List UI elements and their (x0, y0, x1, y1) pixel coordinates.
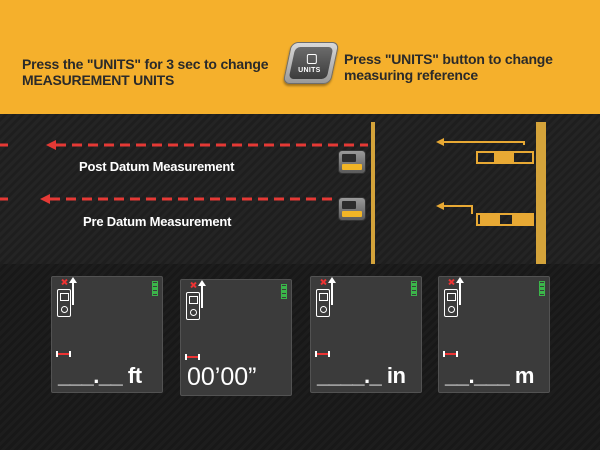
measurement-units-instruction-line2: MEASUREMENT UNITS (22, 72, 175, 88)
units-button-face: UNITS (288, 47, 334, 79)
post-reference-arrow-line (442, 141, 525, 145)
measurement-units-instruction: Press the "UNITS" for 3 sec to change ME… (22, 56, 292, 88)
post-reference-arrowhead (436, 138, 444, 146)
reference-icon (315, 351, 330, 357)
laser-indicator-icon (61, 279, 67, 285)
units-button-label: UNITS (298, 67, 321, 74)
device-outline-icon (57, 289, 71, 317)
display-reading: ___.__ ft (58, 363, 142, 388)
post-datum-arrowhead (46, 140, 56, 150)
display-reading: 00’00” (187, 363, 257, 391)
device-outline-icon (316, 289, 330, 317)
reference-wall (536, 122, 546, 264)
battery-icon (281, 284, 287, 299)
pre-datum-label: Pre Datum Measurement (83, 214, 232, 229)
lcd-display-meters: __.___ m (438, 276, 550, 393)
reference-icon (443, 351, 458, 357)
units-button: UNITS (282, 42, 340, 84)
device-outline-icon (306, 54, 317, 64)
battery-icon (152, 281, 158, 296)
laser-measure-icon (338, 150, 366, 174)
target-wall (371, 122, 375, 264)
pre-datum-foot-marker-right (512, 214, 532, 225)
measurement-illustration (0, 114, 600, 264)
up-arrow-icon (328, 277, 336, 305)
laser-indicator-icon (190, 282, 196, 288)
up-arrow-icon (69, 277, 77, 305)
pre-reference-arrowhead (436, 202, 444, 210)
lcd-display-feet-inches: 00’00” (180, 279, 292, 396)
laser-measure-icon (338, 197, 366, 221)
battery-icon (411, 281, 417, 296)
measuring-reference-instruction-line1: Press "UNITS" button to change (344, 51, 553, 67)
up-arrow-icon (198, 280, 206, 308)
display-reading: __.___ m (445, 363, 534, 388)
pre-datum-foot-marker-left (480, 214, 500, 225)
reference-icon (56, 351, 71, 357)
pre-datum-arrowhead (40, 194, 50, 204)
post-datum-reference-foot (476, 151, 534, 164)
pre-datum-reference-foot (476, 213, 534, 226)
battery-icon (539, 281, 545, 296)
device-outline-icon (444, 289, 458, 317)
measuring-reference-instruction-line2: measuring reference (344, 67, 478, 83)
device-outline-icon (186, 292, 200, 320)
measurement-lines (0, 138, 525, 214)
laser-indicator-icon (448, 279, 454, 285)
lcd-display-inches: ____._ in (310, 276, 422, 393)
up-arrow-icon (456, 277, 464, 305)
laser-indicator-icon (320, 279, 326, 285)
pre-reference-arrow-line (442, 205, 473, 214)
lcd-display-feet: ___.__ ft (51, 276, 163, 393)
display-reading: ____._ in (317, 363, 406, 388)
measuring-reference-instruction: Press "UNITS" button to change measuring… (344, 51, 594, 83)
measurement-units-instruction-line1: Press the "UNITS" for 3 sec to change (22, 56, 269, 72)
reference-icon (185, 354, 200, 360)
post-datum-label: Post Datum Measurement (79, 159, 235, 174)
post-datum-foot-marker (494, 152, 514, 163)
instruction-banner: Press the "UNITS" for 3 sec to change ME… (0, 0, 600, 114)
